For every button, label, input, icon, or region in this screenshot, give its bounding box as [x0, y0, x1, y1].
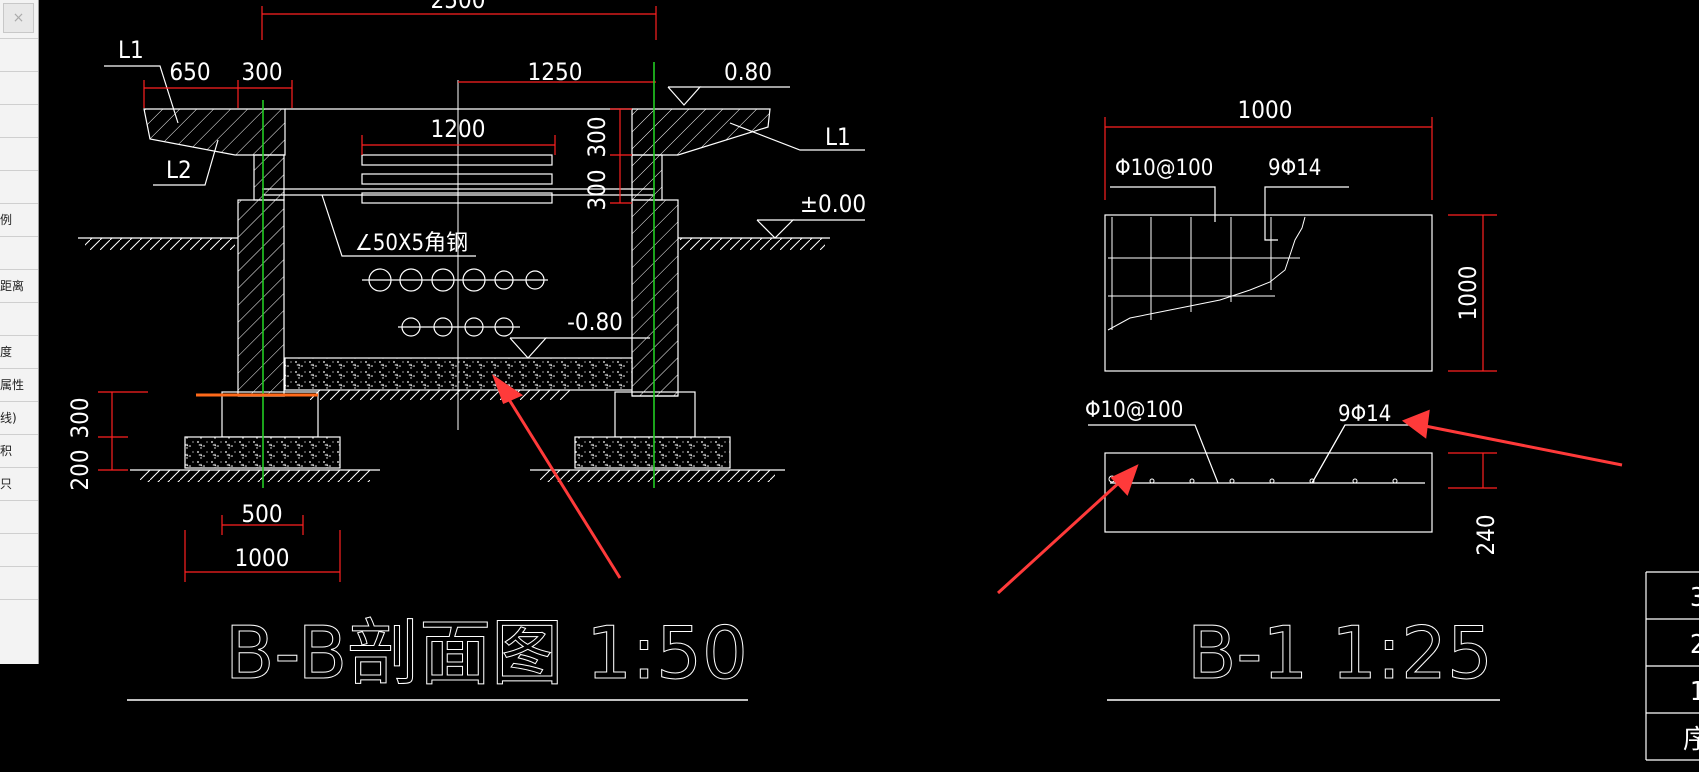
label-l1-right: L1: [825, 123, 851, 151]
pier-right: [614, 391, 696, 438]
table-cell-1: 2: [1690, 630, 1699, 660]
dim-1000: 1000: [235, 544, 290, 572]
angle-steel-label: ∠50X5角钢: [355, 231, 468, 256]
wall-right: [631, 199, 679, 397]
dim-vertical-300b: 300: [583, 169, 611, 210]
panel-row[interactable]: [0, 170, 38, 203]
panel-row[interactable]: [0, 71, 38, 104]
dimensions-bb: [98, 6, 657, 582]
b1-rebar-label-b1: 9Φ14: [1268, 156, 1321, 181]
b1-rebar-label-a2: Φ10@100: [1085, 398, 1183, 423]
dim-vertical-300a: 300: [583, 116, 611, 157]
pipe-row-lower: [398, 317, 520, 337]
table-cell-2: 1: [1690, 677, 1699, 707]
panel-row[interactable]: [0, 566, 38, 599]
b1-dim-right: 1000: [1454, 266, 1482, 321]
dim-300: 300: [241, 58, 282, 86]
label-l2: L2: [166, 156, 192, 184]
dim-1200: 1200: [431, 115, 486, 143]
annotation-arrows: [491, 374, 1623, 595]
panel-row[interactable]: 积: [0, 434, 38, 467]
panel-row[interactable]: [0, 38, 38, 71]
dim-base-300: 300: [66, 397, 94, 438]
dim-base-200: 200: [66, 449, 94, 490]
title-block-table: [1645, 571, 1699, 761]
panel-row[interactable]: 度: [0, 335, 38, 368]
upper-wall-right: [631, 154, 663, 201]
detail-b1-title: B-1 1:25: [1187, 611, 1493, 695]
footing-right: [574, 436, 731, 469]
dim-500: 500: [241, 500, 282, 528]
b1-rebar-label-a1: Φ10@100: [1115, 156, 1213, 181]
panel-row[interactable]: [0, 500, 38, 533]
dimensions-b1: [1104, 117, 1497, 489]
elevation-floor: -0.80: [567, 308, 623, 336]
section-bb-title: B-B剖面图 1:50: [225, 611, 748, 695]
annotation-arrow-2: [996, 478, 1124, 595]
dim-top: 2500: [431, 0, 486, 14]
b1-dim-thickness: 240: [1472, 514, 1500, 555]
axis-lines: [262, 62, 655, 488]
label-l1-left: L1: [118, 36, 144, 64]
cover-slab-left: [143, 108, 286, 156]
panel-row[interactable]: [0, 104, 38, 137]
table-cell-0: 3: [1690, 583, 1699, 613]
dim-1250: 1250: [528, 58, 583, 86]
detail-b1: [1088, 186, 1433, 533]
b1-dim-top: 1000: [1238, 96, 1293, 124]
upper-wall-left: [253, 154, 285, 201]
panel-row[interactable]: [0, 533, 38, 566]
plan-outline: [1104, 214, 1433, 372]
panel-row[interactable]: 线): [0, 401, 38, 434]
pier-left: [221, 391, 319, 438]
table-cell-3: 序: [1683, 725, 1699, 755]
elevation-top: 0.80: [724, 58, 772, 86]
properties-panel[interactable]: × 例 距离 度 属性 线) 积 只: [0, 0, 39, 664]
elevation-ground: ±0.00: [800, 190, 866, 218]
panel-row[interactable]: [0, 302, 38, 335]
annotation-arrow-1: [503, 392, 622, 579]
panel-row[interactable]: 距离: [0, 269, 38, 302]
annotation-arrow-3: [1419, 423, 1623, 467]
rebar-dots: [1108, 475, 1398, 484]
panel-close-button[interactable]: ×: [3, 3, 34, 33]
panel-row[interactable]: [0, 236, 38, 269]
section-bb: [78, 65, 865, 482]
cover-slab-right: [631, 108, 771, 156]
wall-left: [237, 199, 285, 397]
panel-row[interactable]: 属性: [0, 368, 38, 401]
dim-650: 650: [169, 58, 210, 86]
rebar-grid: [1107, 216, 1306, 331]
section-outline: [1104, 452, 1433, 533]
panel-row[interactable]: 只: [0, 467, 38, 500]
panel-row[interactable]: [0, 137, 38, 170]
panel-row[interactable]: [0, 599, 38, 632]
b1-rebar-label-b2: 9Φ14: [1338, 402, 1391, 427]
panel-row[interactable]: 例: [0, 203, 38, 236]
pipe-row-upper: [362, 268, 548, 292]
